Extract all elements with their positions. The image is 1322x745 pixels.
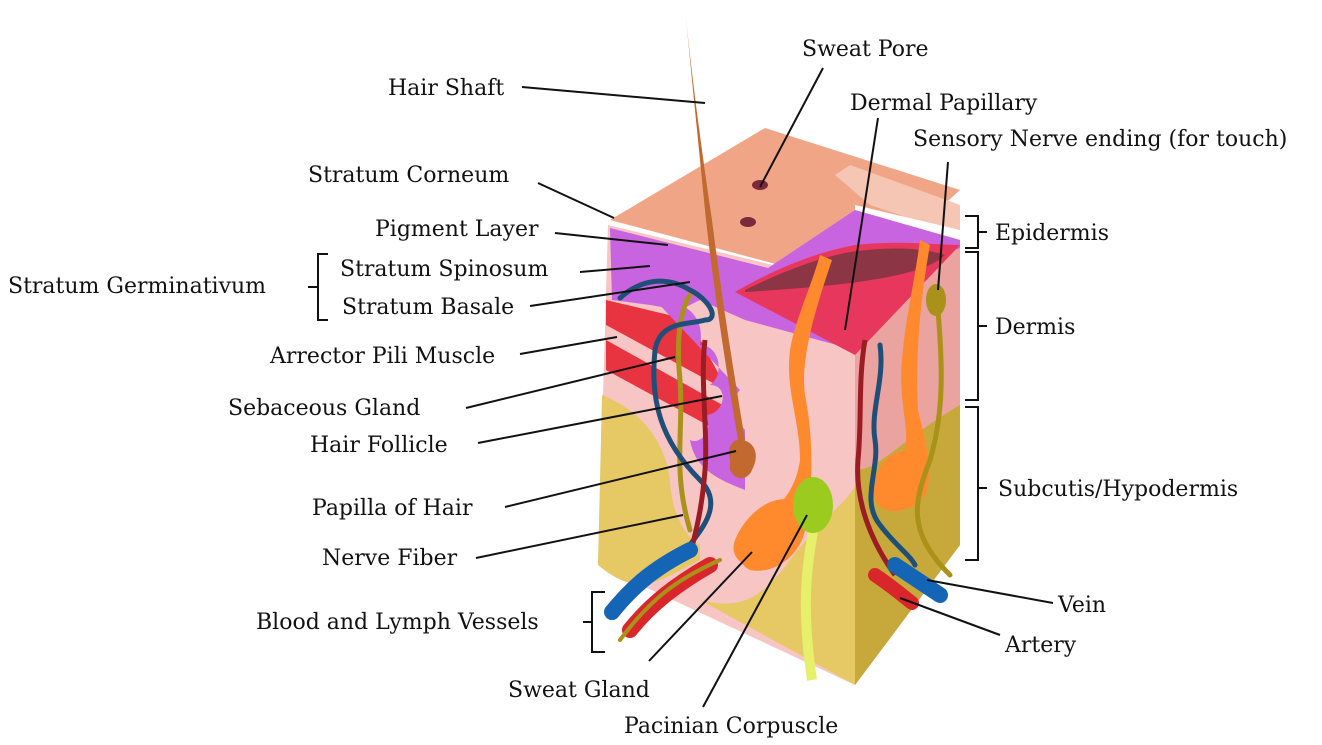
- label-sweat-pore: Sweat Pore: [802, 37, 929, 62]
- label-blood-lymph: Blood and Lymph Vessels: [256, 610, 539, 635]
- sweat-pore-2: [740, 217, 756, 227]
- label-stratum-spinosum: Stratum Spinosum: [340, 257, 548, 282]
- label-stratum-corneum: Stratum Corneum: [308, 163, 509, 188]
- label-sensory-nerve: Sensory Nerve ending (for touch): [913, 127, 1287, 152]
- label-sweat-gland: Sweat Gland: [508, 678, 650, 703]
- label-arrector-pili: Arrector Pili Muscle: [269, 344, 495, 369]
- bracket-subcutis: [965, 407, 987, 560]
- label-dermal-papillary: Dermal Papillary: [850, 91, 1038, 116]
- leader-arrector-pili: [520, 337, 617, 354]
- leader-stratum-corneum: [538, 183, 614, 218]
- label-pigment-layer: Pigment Layer: [375, 217, 539, 242]
- bracket-blood-lymph: [583, 592, 605, 652]
- label-sebaceous-gland: Sebaceous Gland: [228, 396, 420, 421]
- bracket-stratum-germinativum: [308, 254, 328, 320]
- leader-artery: [900, 598, 1000, 635]
- label-hair-shaft: Hair Shaft: [388, 76, 504, 101]
- label-nerve-fiber: Nerve Fiber: [322, 546, 458, 571]
- label-epidermis: Epidermis: [995, 221, 1109, 246]
- label-artery: Artery: [1004, 633, 1077, 658]
- label-papilla-of-hair: Papilla of Hair: [312, 496, 473, 521]
- sensory-nerve-ending: [926, 284, 946, 316]
- label-stratum-basale: Stratum Basale: [342, 295, 514, 320]
- label-subcutis: Subcutis/Hypodermis: [998, 477, 1238, 502]
- label-dermis: Dermis: [995, 315, 1075, 340]
- pacinian-corpuscle: [793, 477, 833, 533]
- bracket-epidermis: [965, 216, 987, 248]
- label-stratum-germinativum: Stratum Germinativum: [8, 274, 266, 299]
- leader-hair-shaft: [522, 87, 705, 103]
- label-hair-follicle: Hair Follicle: [310, 433, 448, 458]
- label-vein: Vein: [1057, 593, 1106, 618]
- bracket-dermis: [965, 252, 987, 400]
- label-pacinian-corpuscle: Pacinian Corpuscle: [624, 714, 838, 739]
